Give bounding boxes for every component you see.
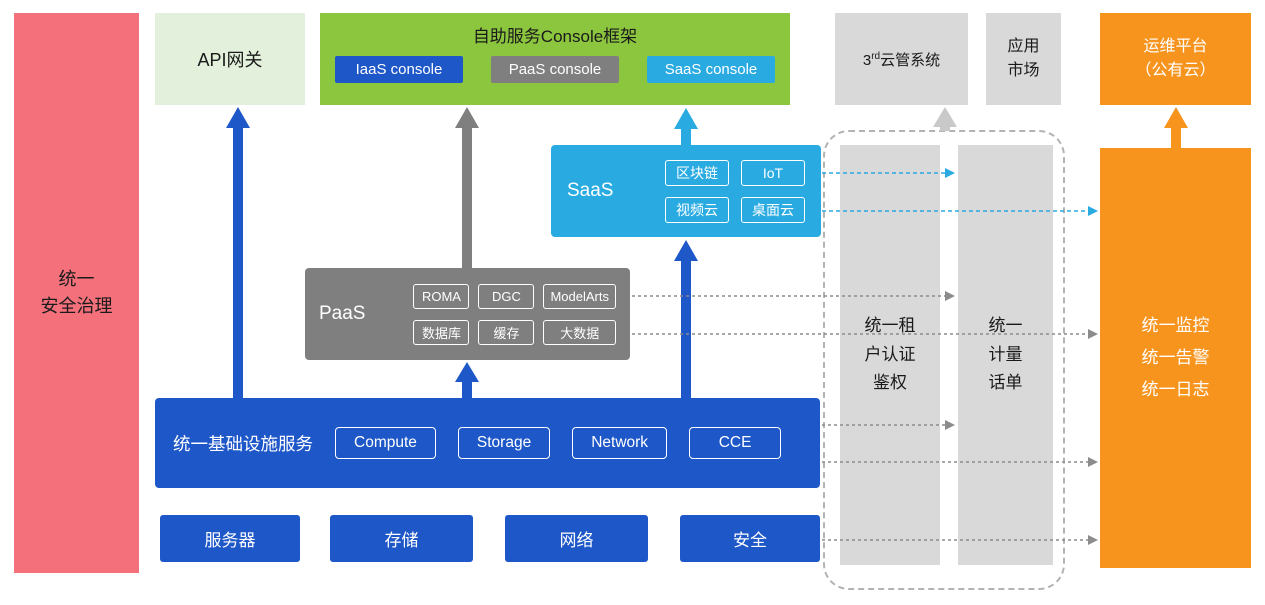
- om-platform-label: 运维平台 （公有云）: [1135, 38, 1216, 79]
- paas-panel: PaaS ROMA DGC ModelArts 数据库 缓存 大数据: [305, 268, 630, 360]
- saas-service-blockchain: 区块链: [665, 159, 729, 186]
- api-gateway-box: API网关: [155, 13, 305, 105]
- arrow-saas-to-console: [674, 108, 698, 145]
- hardware-server-box: 服务器: [160, 515, 300, 562]
- infrastructure-label: 统一基础设施服务: [173, 433, 313, 454]
- hardware-storage-box: 存储: [330, 515, 473, 562]
- hardware-security-box: 安全: [680, 515, 820, 562]
- om-platform-box: 运维平台 （公有云）: [1100, 13, 1251, 105]
- paas-service-database: 数据库: [413, 319, 470, 345]
- infrastructure-service-row: Compute Storage Network CCE: [335, 427, 782, 459]
- hardware-security-label: 安全: [733, 531, 767, 550]
- saas-service-desktop-cloud: 桌面云: [741, 196, 805, 223]
- tenant-auth-label: 统一租 户认证 鉴权: [864, 315, 916, 393]
- hardware-network-box: 网络: [505, 515, 648, 562]
- iaas-console-chip: IaaS console: [335, 56, 463, 83]
- third-party-rest: 云管系统: [880, 51, 941, 69]
- security-governance-bar: 统一 安全治理: [14, 13, 139, 573]
- paas-service-modelarts: ModelArts: [543, 283, 616, 309]
- arrow-infra-to-saas: [674, 240, 698, 398]
- paas-console-chip: PaaS console: [491, 56, 619, 83]
- saas-label: SaaS: [567, 180, 614, 201]
- infra-service-network: Network: [572, 427, 668, 459]
- paas-service-grid: ROMA DGC ModelArts 数据库 缓存 大数据: [413, 283, 616, 345]
- monitor-alarm-log-bar: 统一监控 统一告警 统一日志: [1100, 148, 1251, 568]
- api-gateway-label: API网关: [197, 50, 263, 70]
- saas-panel: SaaS 区块链 IoT 视频云 桌面云: [551, 145, 821, 237]
- metering-billing-label: 统一 计量 话单: [988, 315, 1023, 393]
- security-governance-label: 统一 安全治理: [40, 269, 113, 316]
- infra-service-storage: Storage: [457, 427, 551, 459]
- app-market-label: 应用 市场: [1007, 38, 1040, 79]
- hardware-storage-label: 存储: [384, 531, 419, 550]
- infra-service-cce: CCE: [689, 427, 782, 459]
- shared-services-dashed-container: [823, 130, 1065, 590]
- console-framework-title: 自助服务Console框架: [472, 27, 638, 46]
- third-party-cloud-mgmt-box: 3rd云管系统: [835, 13, 968, 105]
- paas-service-roma: ROMA: [413, 283, 470, 309]
- tenant-auth-bar: 统一租 户认证 鉴权: [840, 145, 940, 565]
- saas-service-grid: 区块链 IoT 视频云 桌面云: [665, 159, 805, 223]
- third-party-sup: rd: [871, 50, 881, 62]
- arrow-infra-to-paas: [455, 362, 479, 398]
- paas-service-cache: 缓存: [478, 319, 535, 345]
- paas-service-bigdata: 大数据: [543, 319, 616, 345]
- paas-label: PaaS: [319, 303, 366, 324]
- saas-service-video-cloud: 视频云: [665, 196, 729, 223]
- saas-console-chip: SaaS console: [647, 56, 775, 83]
- app-market-box: 应用 市场: [986, 13, 1061, 105]
- console-chip-row: IaaS console PaaS console SaaS console: [335, 56, 775, 83]
- hardware-network-label: 网络: [559, 531, 594, 550]
- arrow-shared-to-third-party: [933, 107, 957, 131]
- hardware-server-label: 服务器: [204, 531, 256, 550]
- arrow-paas-to-console: [455, 107, 479, 268]
- console-framework-panel: 自助服务Console框架 IaaS console PaaS console …: [320, 13, 790, 105]
- arrow-monitor-to-om-platform: [1164, 107, 1188, 148]
- saas-service-iot: IoT: [741, 159, 805, 186]
- third-party-cloud-mgmt-label: 3rd云管系统: [863, 49, 940, 70]
- third-party-base: 3: [862, 51, 872, 69]
- metering-billing-bar: 统一 计量 话单: [958, 145, 1053, 565]
- infra-service-compute: Compute: [335, 427, 436, 459]
- monitor-alarm-log-label: 统一监控 统一告警 统一日志: [1141, 315, 1210, 400]
- arrow-infra-to-api-gateway: [226, 107, 250, 398]
- infrastructure-panel: 统一基础设施服务 Compute Storage Network CCE: [155, 398, 820, 488]
- paas-service-dgc: DGC: [478, 283, 535, 309]
